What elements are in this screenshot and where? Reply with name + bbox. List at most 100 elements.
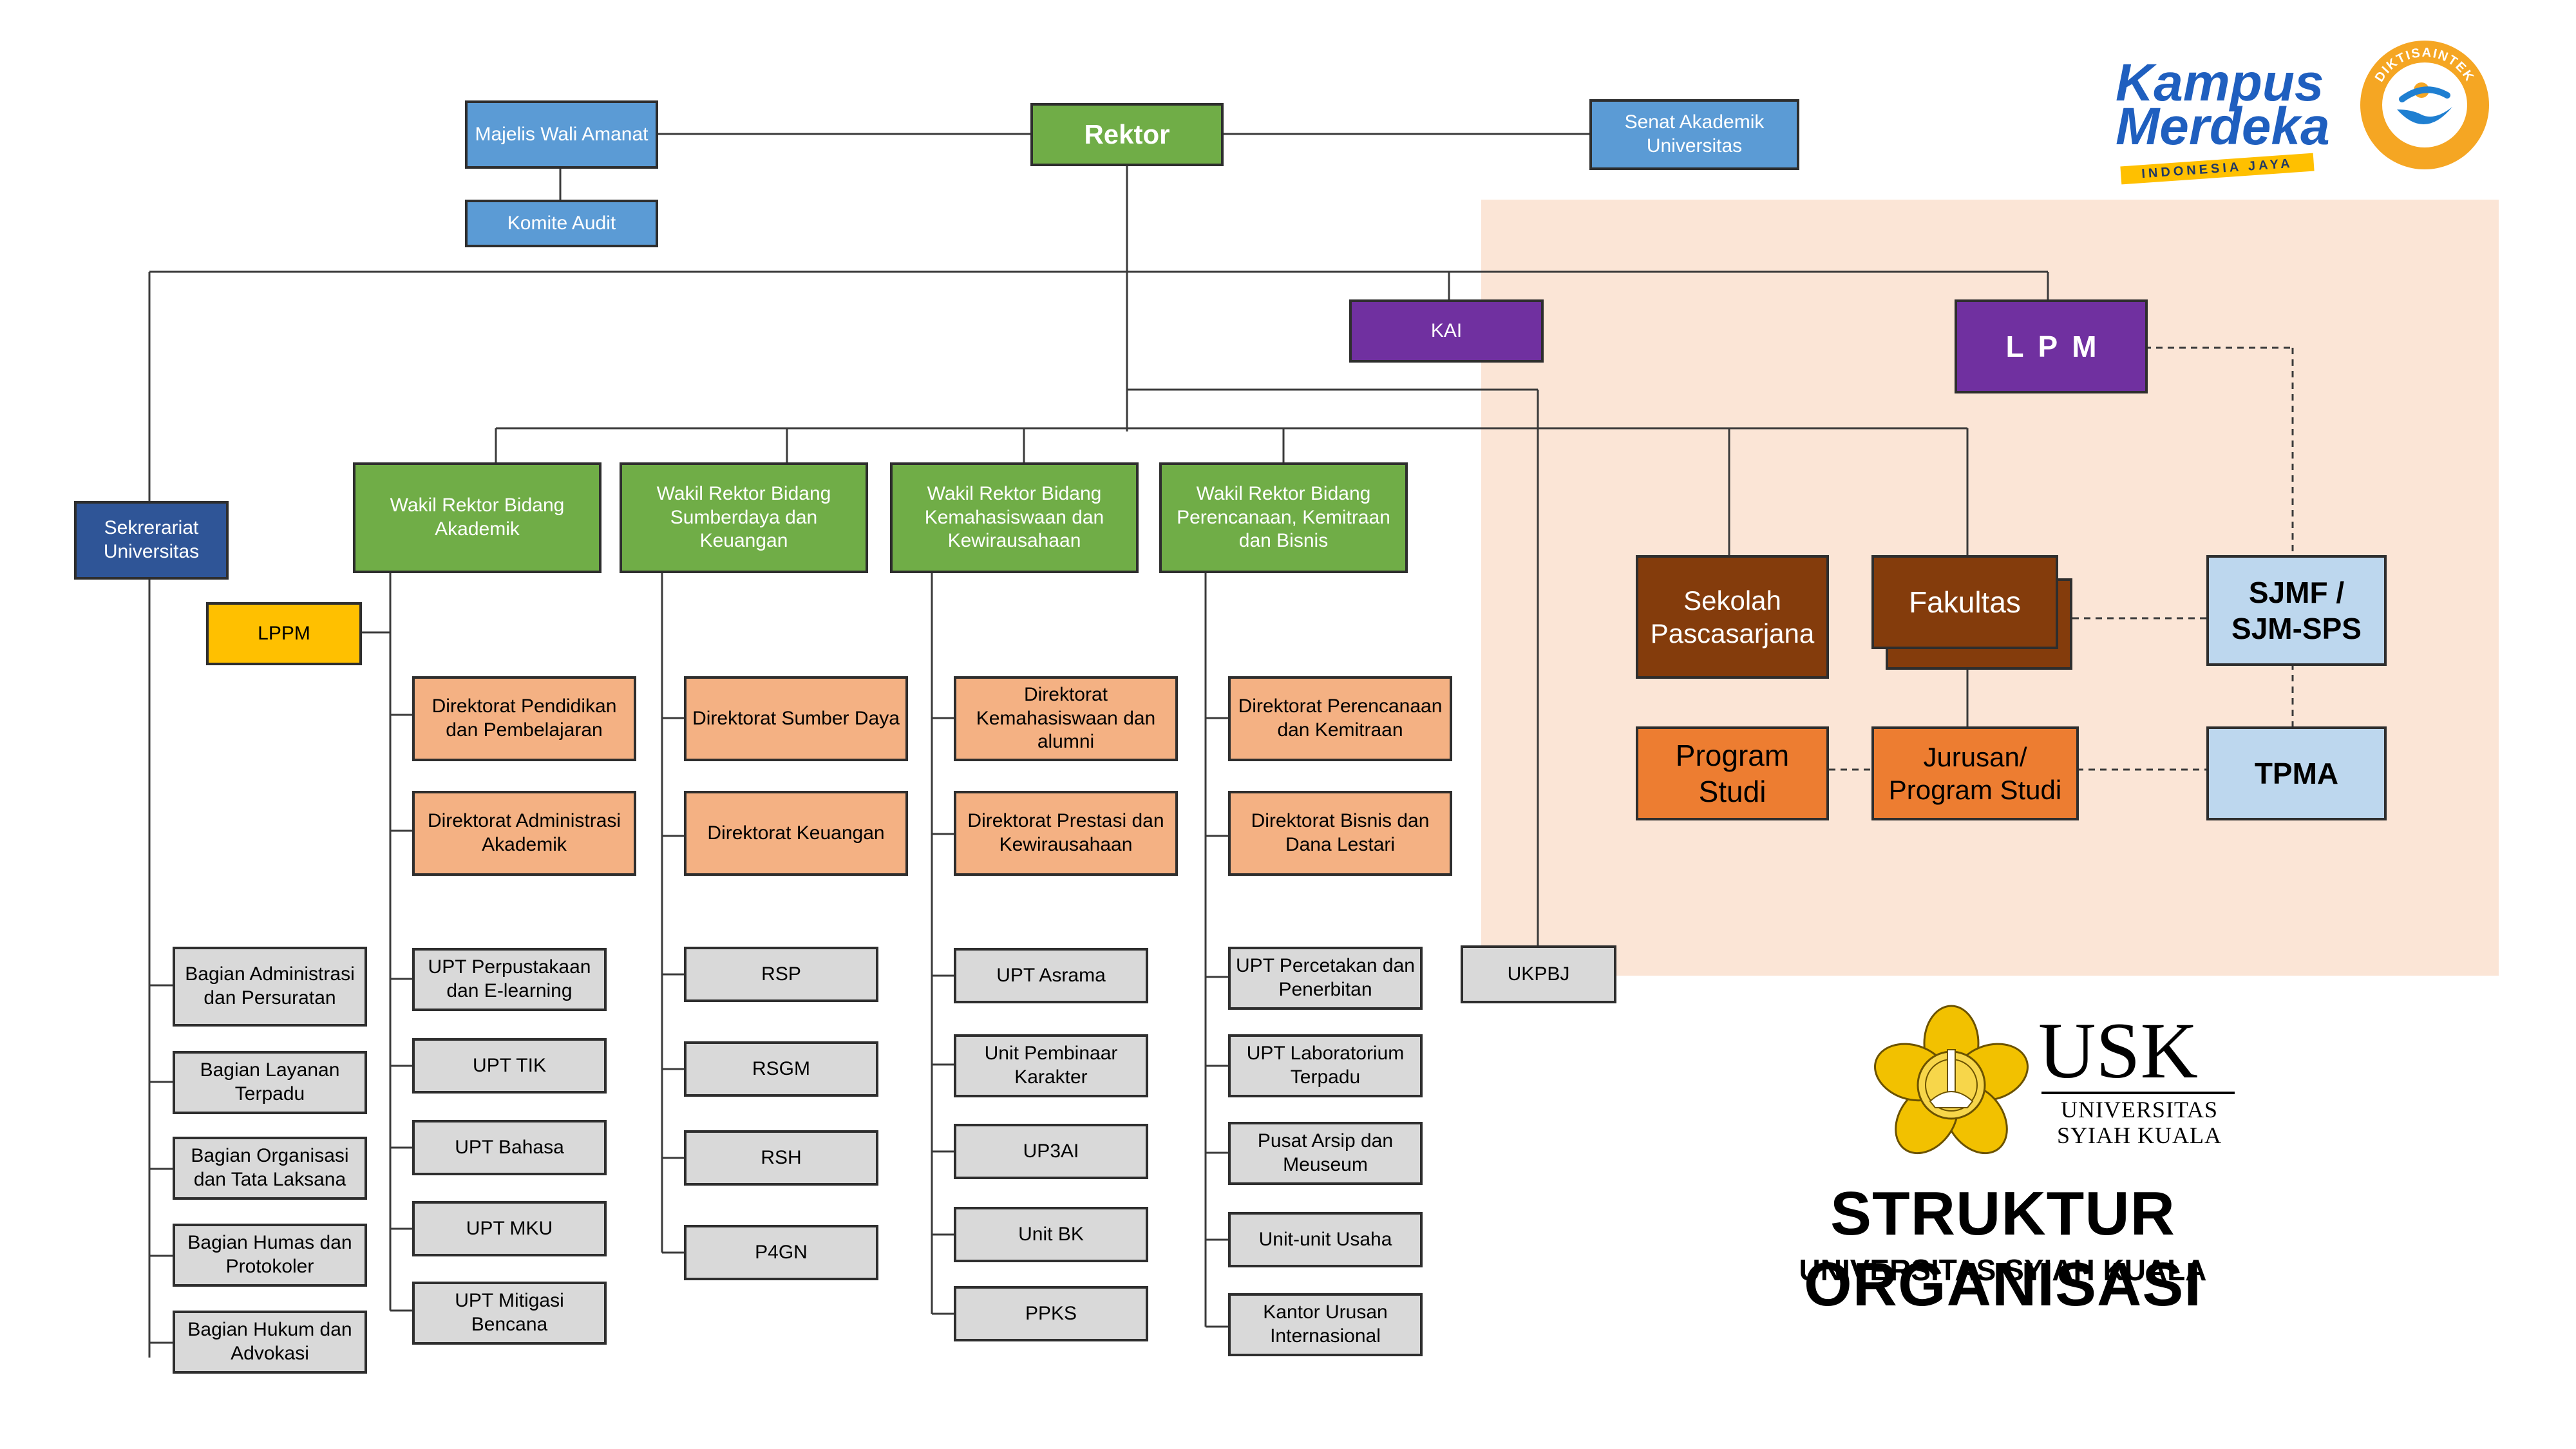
kai-box: KAI xyxy=(1349,299,1544,363)
direktorat-box: Direktorat Perencanaan dan Kemitraan xyxy=(1228,676,1452,761)
tpma-box: TPMA xyxy=(2206,726,2387,820)
bagian-box: Bagian Organisasi dan Tata Laksana xyxy=(173,1137,367,1200)
sjmf-box: SJMF / SJM-SPS xyxy=(2206,555,2387,666)
direktorat-label: Direktorat Perencanaan dan Kemitraan xyxy=(1238,696,1443,741)
ukpbj-label: UKPBJ xyxy=(1507,963,1570,985)
bagian-box: Bagian Layanan Terpadu xyxy=(173,1051,367,1114)
upt-label: PPKS xyxy=(1025,1302,1077,1324)
upt-box: RSP xyxy=(684,947,878,1002)
direktorat-label: Direktorat Keuangan xyxy=(707,822,885,844)
tpma-label: TPMA xyxy=(2254,756,2339,790)
upt-box: UP3AI xyxy=(954,1124,1148,1179)
lpm-box: LPM xyxy=(1955,299,2148,393)
upt-box: Unit Pembinaar Karakter xyxy=(954,1034,1148,1097)
bagian-label: Bagian Hukum dan Advokasi xyxy=(187,1319,352,1364)
upt-box: PPKS xyxy=(954,1286,1148,1341)
wakil-label: Wakil Rektor Bidang Akademik xyxy=(390,495,565,540)
majelis-wali-amanat-box: Majelis Wali Amanat xyxy=(465,100,658,169)
sjmf-label: SJMF / SJM-SPS xyxy=(2231,575,2362,645)
upt-box: UPT Percetakan dan Penerbitan xyxy=(1228,947,1423,1010)
upt-box: UPT Bahasa xyxy=(412,1120,607,1175)
upt-label: RSH xyxy=(761,1146,802,1168)
upt-label: UPT TIK xyxy=(473,1054,546,1076)
wakil-rektor-akademik-box: Wakil Rektor Bidang Akademik xyxy=(353,462,601,573)
upt-label: P4GN xyxy=(755,1241,808,1263)
upt-box: UPT Perpustakaan dan E-learning xyxy=(412,948,607,1011)
sekretariat-box: Sekrerariat Universitas xyxy=(74,501,229,580)
direktorat-box: Direktorat Bisnis dan Dana Lestari xyxy=(1228,791,1452,876)
upt-label: Unit BK xyxy=(1018,1223,1084,1245)
lpm-label: LPM xyxy=(2005,329,2111,363)
upt-box: UPT Laboratorium Terpadu xyxy=(1228,1034,1423,1097)
upt-box: Pusat Arsip dan Meuseum xyxy=(1228,1122,1423,1185)
direktorat-label: Direktorat Prestasi dan Kewirausahaan xyxy=(967,810,1164,855)
komite-audit-box: Komite Audit xyxy=(465,200,658,247)
usk-logo: USK UNIVERSITAS SYIAH KUALA xyxy=(1871,1005,2238,1166)
upt-label: UPT Percetakan dan Penerbitan xyxy=(1236,955,1415,1000)
upt-label: UPT MKU xyxy=(466,1217,553,1239)
upt-label: UP3AI xyxy=(1023,1140,1079,1162)
direktorat-box: Direktorat Pendidikan dan Pembelajaran xyxy=(412,676,636,761)
fakultas-label: Fakultas xyxy=(1909,585,2021,619)
bagian-box: Bagian Hukum dan Advokasi xyxy=(173,1311,367,1374)
direktorat-label: Direktorat Bisnis dan Dana Lestari xyxy=(1251,810,1430,855)
diktisaintek-badge-icon: DIKTISAINTEK BERDAMPAK xyxy=(2360,41,2489,169)
fakultas-box: Fakultas xyxy=(1871,555,2058,649)
direktorat-label: Direktorat Sumber Daya xyxy=(692,707,900,729)
upt-box: UPT Mitigasi Bencana xyxy=(412,1282,607,1345)
upt-box: UPT Asrama xyxy=(954,948,1148,1003)
upt-label: Pusat Arsip dan Meuseum xyxy=(1257,1130,1394,1175)
upt-label: UPT Bahasa xyxy=(455,1136,564,1158)
upt-box: RSGM xyxy=(684,1041,878,1097)
lppm-label: LPPM xyxy=(258,622,310,644)
upt-box: Unit-unit Usaha xyxy=(1228,1212,1423,1267)
kampus-logo-line1: Kampus xyxy=(2116,53,2324,112)
lppm-box: LPPM xyxy=(206,602,362,665)
wakil-label: Wakil Rektor Bidang Perencanaan, Kemitra… xyxy=(1177,483,1390,552)
rektor-box: Rektor xyxy=(1030,103,1224,166)
kampus-merdeka-logo: Kampus Merdeka INDONESIA JAYA xyxy=(2116,53,2330,185)
ukpbj-box: UKPBJ xyxy=(1461,945,1616,1003)
majelis-label: Majelis Wali Amanat xyxy=(475,123,649,145)
direktorat-box: Direktorat Administrasi Akademik xyxy=(412,791,636,876)
usk-subtext-2: SYIAH KUALA xyxy=(2057,1122,2222,1148)
usk-flower-emblem-icon xyxy=(1874,1005,2029,1155)
wakil-rektor-perencanaan-box: Wakil Rektor Bidang Perencanaan, Kemitra… xyxy=(1159,462,1408,573)
bagian-box: Bagian Humas dan Protokoler xyxy=(173,1224,367,1287)
jurusan-label: Jurusan/ Program Studi xyxy=(1888,741,2062,805)
page-title: STRUKTUR ORGANISASI xyxy=(1803,1179,2202,1319)
page-subtitle: UNIVERSITAS SYIAH KUALA xyxy=(1799,1253,2207,1287)
sekolah-pascasarjana-box: Sekolah Pascasarjana xyxy=(1636,555,1829,679)
direktorat-box: Direktorat Prestasi dan Kewirausahaan xyxy=(954,791,1178,876)
upt-box: P4GN xyxy=(684,1225,878,1280)
bagian-label: Bagian Organisasi dan Tata Laksana xyxy=(191,1145,349,1190)
upt-label: RSGM xyxy=(752,1057,810,1079)
komite-label: Komite Audit xyxy=(507,212,616,234)
direktorat-label: Direktorat Kemahasiswaan dan alumni xyxy=(976,684,1156,753)
bagian-label: Bagian Layanan Terpadu xyxy=(200,1059,340,1104)
upt-box: RSH xyxy=(684,1130,878,1186)
bagian-box: Bagian Administrasi dan Persuratan xyxy=(173,947,367,1027)
upt-label: UPT Laboratorium Terpadu xyxy=(1246,1043,1405,1088)
upt-label: UPT Asrama xyxy=(996,964,1106,986)
sekolah-label: Sekolah Pascasarjana xyxy=(1650,585,1815,649)
direktorat-box: Direktorat Kemahasiswaan dan alumni xyxy=(954,676,1178,761)
upt-box: Kantor Urusan Internasional xyxy=(1228,1293,1423,1356)
bagian-label: Bagian Administrasi dan Persuratan xyxy=(185,963,355,1009)
wakil-label: Wakil Rektor Bidang Kemahasiswaan dan Ke… xyxy=(924,483,1104,552)
sekretariat-label: Sekrerariat Universitas xyxy=(103,517,200,562)
jurusan-box: Jurusan/ Program Studi xyxy=(1871,726,2079,820)
program-studi-box: Program Studi xyxy=(1636,726,1829,820)
upt-label: Unit-unit Usaha xyxy=(1258,1228,1392,1250)
prodi-label: Program Studi xyxy=(1675,738,1790,808)
wakil-rektor-sumberdaya-box: Wakil Rektor Bidang Sumberdaya dan Keuan… xyxy=(620,462,868,573)
kampus-logo-line2: Merdeka xyxy=(2116,97,2330,156)
upt-label: Kantor Urusan Internasional xyxy=(1263,1302,1388,1347)
wakil-rektor-kemahasiswaan-box: Wakil Rektor Bidang Kemahasiswaan dan Ke… xyxy=(890,462,1139,573)
upt-label: RSP xyxy=(761,963,801,985)
usk-wordmark: USK xyxy=(2038,1007,2199,1095)
direktorat-label: Direktorat Administrasi Akademik xyxy=(427,810,621,855)
bagian-label: Bagian Humas dan Protokoler xyxy=(187,1232,352,1277)
upt-label: UPT Perpustakaan dan E-learning xyxy=(428,956,591,1001)
